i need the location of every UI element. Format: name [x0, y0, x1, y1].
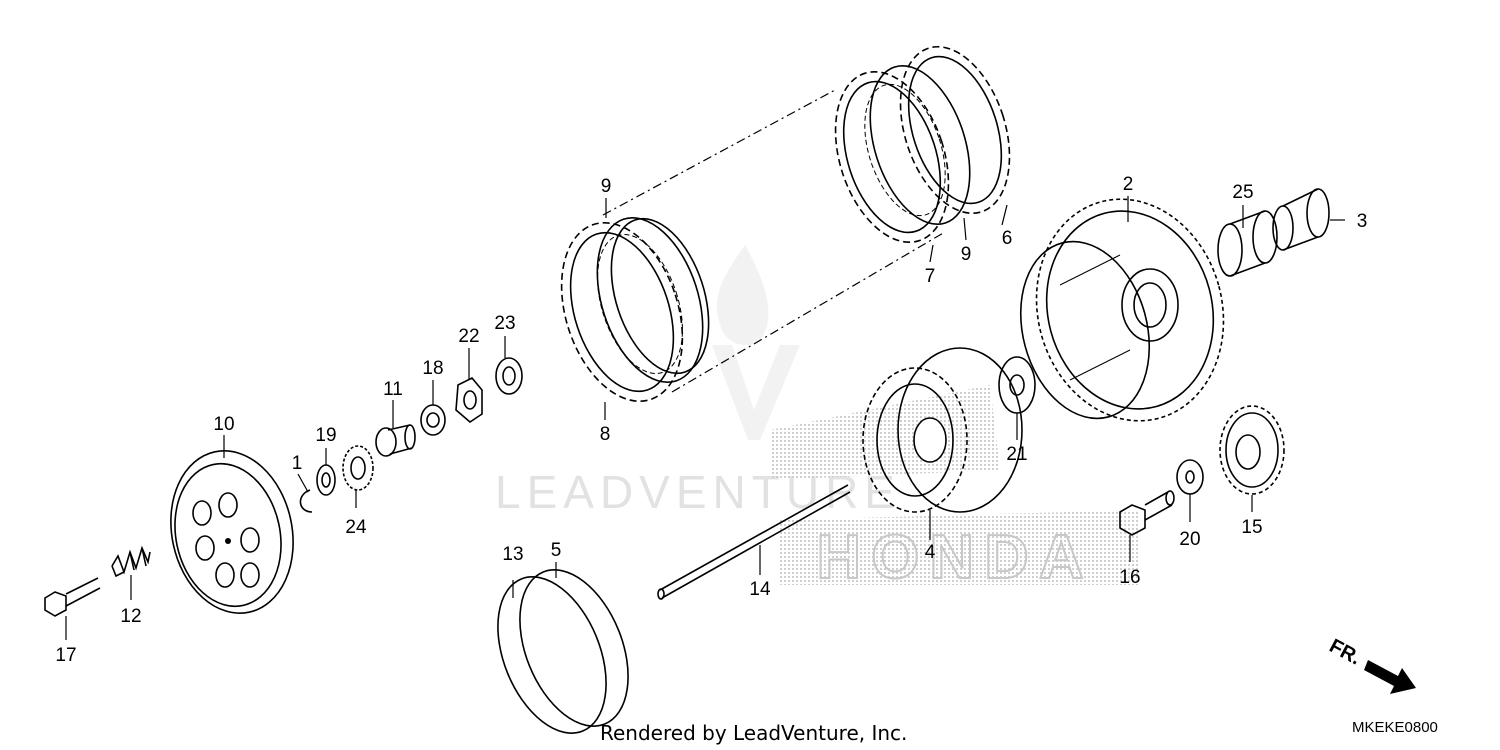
part-ref-label: 10: [213, 414, 234, 435]
leader-lines: [65, 196, 1345, 640]
part-ref-label: 14: [749, 579, 771, 600]
diagram-code: MKEKE0800: [1352, 719, 1438, 736]
part-ref-label: 25: [1232, 182, 1253, 203]
rings-drawing: [497, 569, 629, 734]
part-ref-label: 20: [1179, 529, 1200, 550]
washer-20-drawing: [1176, 459, 1204, 495]
credit-text: Rendered by LeadVenture, Inc.: [600, 721, 907, 745]
part-ref-label: 17: [55, 645, 76, 666]
leadventure-flame-logo: [712, 245, 800, 440]
part-ref-label: 11: [383, 379, 403, 400]
part-ref-label: 5: [551, 540, 562, 561]
part-ref-label: 12: [120, 606, 141, 627]
honda-wing-logo: [770, 385, 1140, 585]
bolt-16-drawing: [1119, 490, 1175, 536]
part-ref-label: 15: [1241, 517, 1262, 538]
part-reference-labels: 1 2 3 4 5 6 7 8 9 9 10 11 12 13 14 15 16…: [55, 174, 1367, 666]
small-parts-drawing: [299, 445, 374, 513]
spring-drawing: [111, 545, 151, 578]
lifter-parts-drawing: [375, 357, 523, 457]
part-ref-label: 9: [601, 176, 612, 197]
part-ref-label: 21: [1006, 444, 1027, 465]
pressure-plate-drawing: [170, 450, 294, 614]
part-ref-label: 1: [292, 453, 303, 474]
part-ref-label: 6: [1002, 228, 1013, 249]
front-direction-arrow-icon: [1364, 660, 1416, 694]
disk-stack-left: [560, 217, 710, 402]
part-ref-label: 16: [1119, 567, 1140, 588]
part-ref-label: 9: [961, 244, 972, 265]
part-ref-label: 19: [315, 425, 336, 446]
gear-drawing: [1219, 405, 1285, 495]
clutch-outer-drawing: [1019, 198, 1225, 422]
part-ref-label: 8: [600, 424, 611, 445]
bushing-drawing: [1272, 188, 1330, 251]
part-ref-label: 18: [422, 358, 443, 379]
watermark-make-text: HONDA: [816, 523, 1093, 592]
part-ref-label: 3: [1357, 211, 1368, 232]
needle-bearing-drawing: [1217, 210, 1278, 277]
disk-stack-right: [834, 45, 1011, 244]
front-label: FR.: [1326, 635, 1365, 670]
part-ref-label: 4: [925, 542, 936, 563]
part-ref-label: 23: [494, 313, 515, 334]
watermark: LEADVENTURE HONDA: [495, 245, 1140, 593]
clutch-center-drawing: [862, 347, 1023, 513]
lifter-rod-drawing: [657, 484, 851, 600]
part-ref-label: 13: [502, 544, 523, 565]
thrust-washer-drawing: [998, 356, 1036, 414]
part-ref-label: 7: [925, 266, 936, 287]
part-ref-label: 24: [345, 517, 367, 538]
alignment-lines: [602, 89, 946, 393]
front-direction-indicator: FR.: [1326, 635, 1416, 694]
part-ref-label: 2: [1123, 174, 1134, 195]
part-ref-label: 22: [458, 326, 479, 347]
bolt-17-drawing: [44, 577, 101, 617]
